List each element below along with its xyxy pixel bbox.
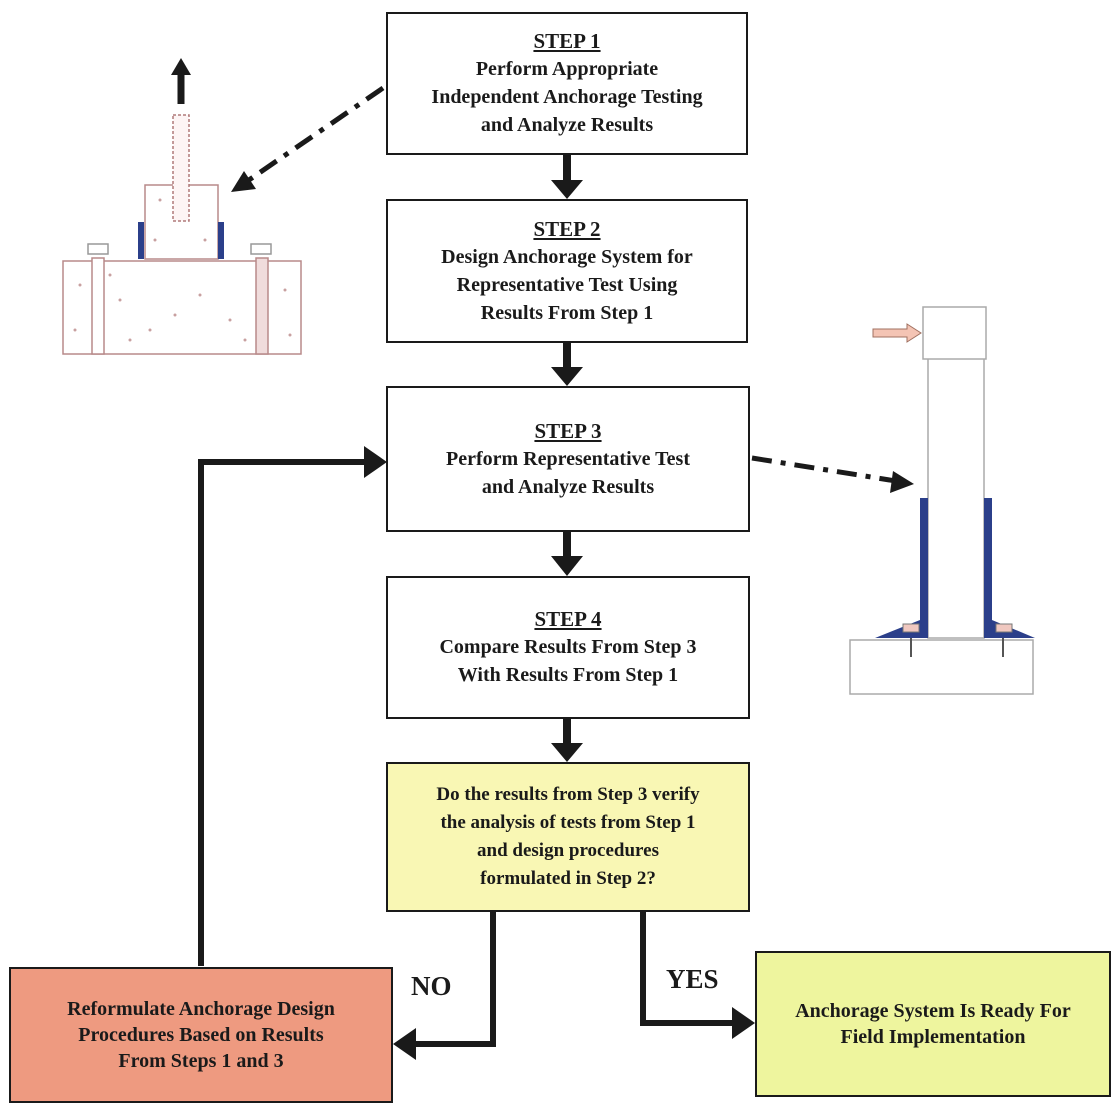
load-head (922, 306, 987, 360)
arrowhead-yes-branch (732, 1007, 755, 1039)
step-2-line-1: Design Anchorage System for (441, 245, 693, 268)
no-label: NO (411, 971, 452, 1001)
pull-rod (172, 114, 190, 222)
step-2-line-3: Results From Step 1 (480, 301, 654, 324)
arrowhead-no-branch (393, 1028, 416, 1060)
foundation (849, 639, 1034, 695)
step-3-line-2: and Analyze Results (481, 475, 655, 498)
system-ready-box[interactable]: Anchorage System Is Ready For Field Impl… (755, 951, 1111, 1097)
decision-line-4: formulated in Step 2? (480, 868, 656, 889)
angle-left (920, 498, 928, 638)
decision-line-3: and design procedures (477, 840, 659, 861)
step-3-title: STEP 3 (534, 418, 602, 443)
reformulate-line-2: Procedures Based on Results (78, 1024, 324, 1046)
lateral-load-arrow-icon (872, 323, 922, 343)
step-2-box[interactable]: STEP 2 Design Anchorage System for Repre… (386, 199, 748, 343)
column (927, 357, 985, 639)
step-1-line-2: Independent Anchorage Testing (431, 86, 703, 108)
connector-no-branch (415, 912, 496, 1047)
anchor-bolt-right (255, 257, 269, 355)
anchor-plate-right (218, 222, 224, 259)
pointer-arrowhead-step3 (890, 471, 914, 493)
pull-arrow-icon (171, 58, 191, 75)
step-2-title: STEP 2 (533, 216, 601, 241)
anchor-bolt-left (91, 257, 105, 355)
nut-right (250, 243, 272, 255)
representative-test-sketch (849, 306, 1035, 695)
yes-label: YES (666, 964, 719, 994)
connector-yes-branch (640, 912, 733, 1026)
step-4-box[interactable]: STEP 4 Compare Results From Step 3 With … (386, 576, 750, 719)
step-3-line-1: Perform Representative Test (445, 447, 690, 470)
step-4-line-1: Compare Results From Step 3 (439, 636, 697, 658)
base-plate-left (875, 620, 928, 638)
step-4-title: STEP 4 (534, 607, 602, 631)
nut-right (995, 623, 1013, 633)
pointer-step3-to-test-sketch (751, 455, 897, 484)
arrowhead-step2-step3 (551, 367, 583, 386)
arrowhead-step3-step4 (551, 556, 583, 576)
concrete-aggregate (73, 198, 292, 342)
pointer-step1-to-test-sketch (244, 85, 385, 185)
step-4-line-2: With Results From Step 1 (457, 664, 679, 686)
anchor-plate-left (138, 222, 144, 259)
connector-feedback-loop (198, 459, 365, 966)
step-1-line-1: Perform Appropriate (475, 58, 659, 80)
angle-right (984, 498, 992, 638)
decision-box[interactable]: Do the results from Step 3 verify the an… (386, 762, 750, 912)
step-3-box[interactable]: STEP 3 Perform Representative Test and A… (386, 386, 750, 532)
ready-line-1: Anchorage System Is Ready For (795, 1000, 1071, 1022)
nut-left (902, 623, 920, 633)
reformulate-line-1: Reformulate Anchorage Design (67, 998, 335, 1020)
arrowhead-step4-decision (551, 743, 583, 762)
arrowhead-step1-step2 (551, 180, 583, 199)
independent-test-sketch (62, 58, 302, 355)
arrowhead-feedback-loop (364, 446, 387, 478)
step-1-title: STEP 1 (533, 29, 601, 53)
reformulate-design-box[interactable]: Reformulate Anchorage Design Procedures … (9, 967, 393, 1103)
step-1-line-3: and Analyze Results (480, 114, 654, 136)
ready-line-2: Field Implementation (840, 1026, 1026, 1048)
reformulate-line-3: From Steps 1 and 3 (118, 1050, 284, 1072)
nut-left (87, 243, 109, 255)
step-1-box[interactable]: STEP 1 Perform Appropriate Independent A… (386, 12, 748, 155)
pointer-arrowhead-step1 (231, 171, 256, 192)
step-2-line-2: Representative Test Using (456, 273, 678, 296)
decision-line-2: the analysis of tests from Step 1 (440, 812, 696, 833)
decision-line-1: Do the results from Step 3 verify (436, 784, 700, 805)
